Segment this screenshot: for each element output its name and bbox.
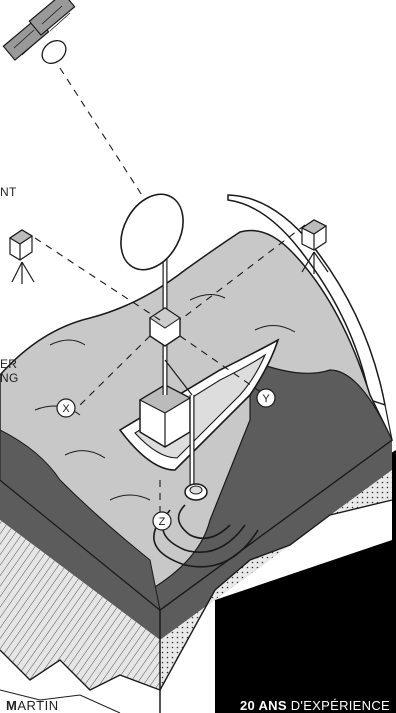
cut-label-2: ER [0,357,18,371]
experience-text: D'EXPÉRIENCE [286,698,390,713]
brand-initial: M [6,698,18,713]
antenna-dish [120,193,184,271]
axis-marker-y: Y [256,388,276,408]
survey-station-right-icon [300,219,329,274]
cut-label-3: NG [0,371,19,385]
sediment-left [0,520,160,690]
dashed-lines [34,67,306,515]
axis-marker-x: X [56,398,76,418]
experience-tagline: 20 ANS D'EXPÉRIENCE [240,698,390,713]
svg-text:Z: Z [159,516,166,528]
brand-rest: ARTIN [17,698,59,713]
svg-text:Y: Y [262,393,270,405]
survey-station-left-icon [8,229,35,284]
satellite-icon [2,0,76,64]
cut-label-1: NT [0,185,17,199]
svg-text:X: X [62,403,70,415]
brand-name: MARTIN [6,698,59,713]
axis-marker-z: Z [152,511,172,531]
sediment-right [160,470,392,690]
seabed-left [0,480,160,640]
experience-years: 20 ANS [239,698,287,713]
